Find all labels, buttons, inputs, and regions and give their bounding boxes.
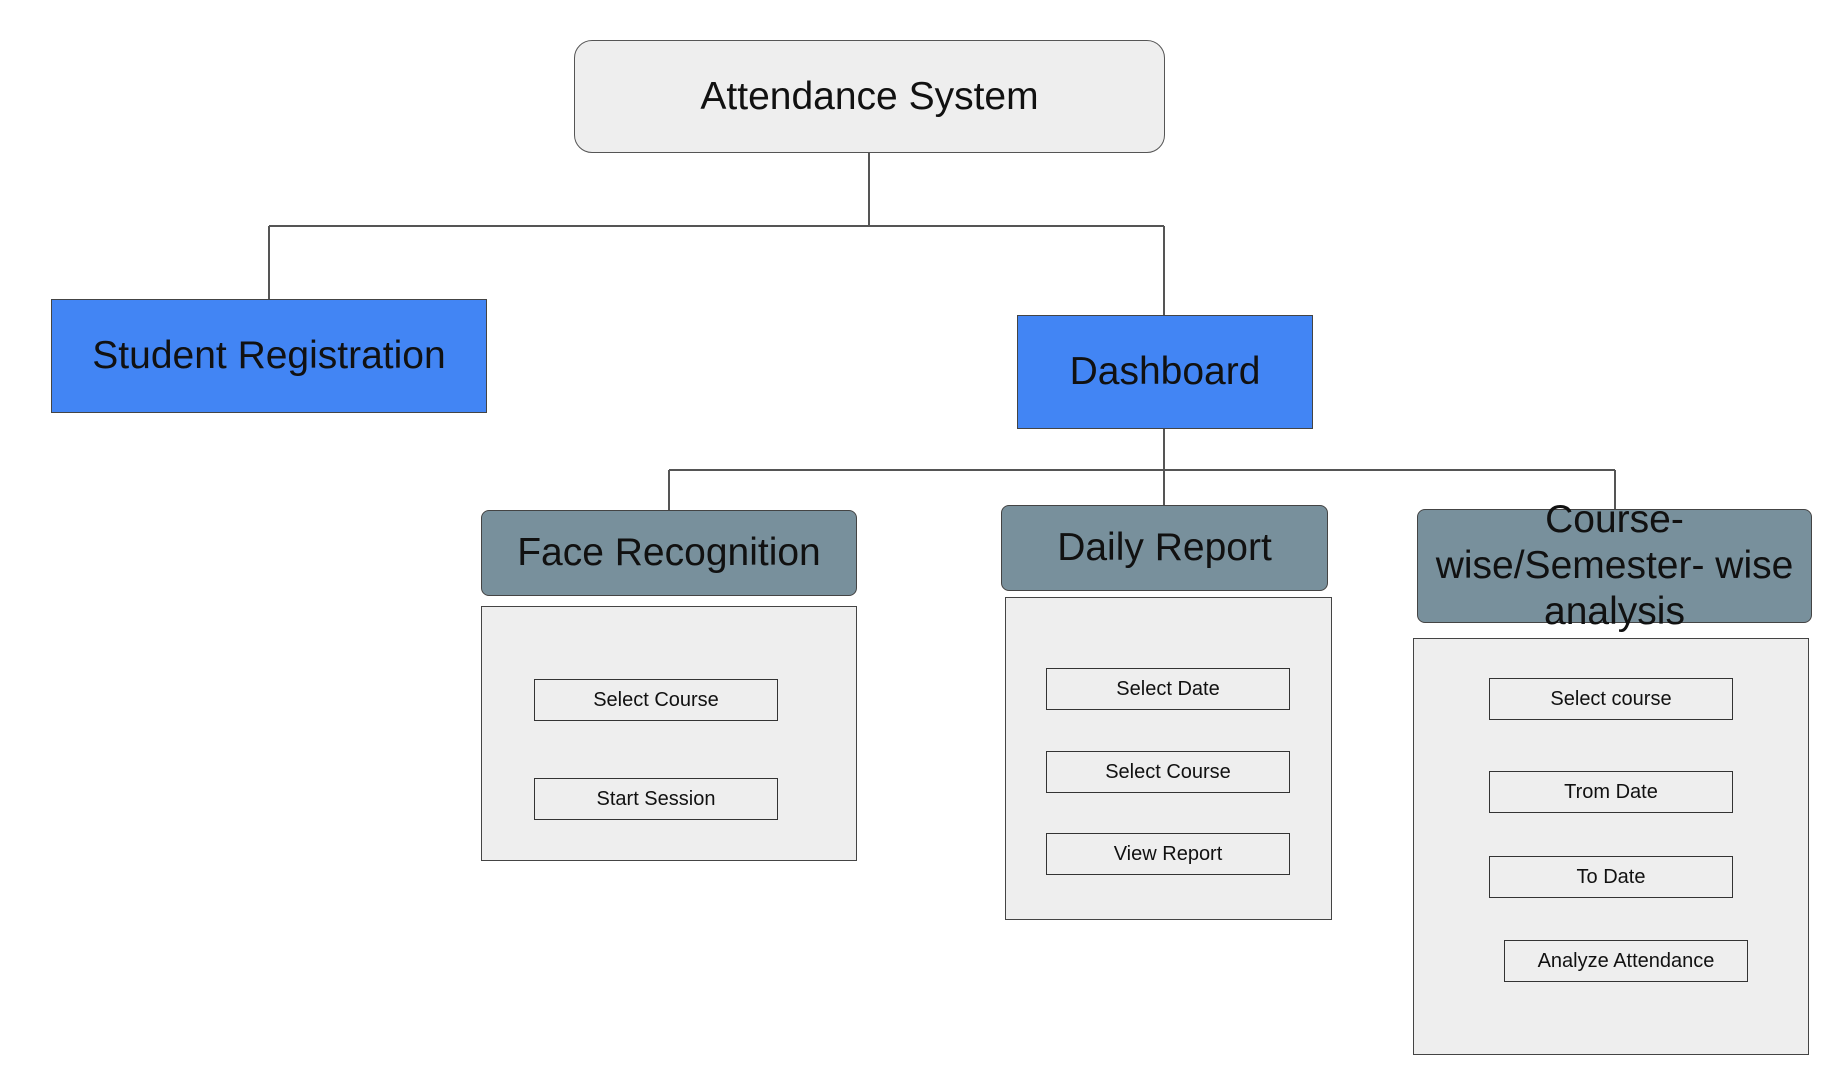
daily-step-select-date-label: Select Date <box>1116 677 1220 700</box>
daily-step-select-date: Select Date <box>1046 668 1290 710</box>
dashboard-node: Dashboard <box>1017 315 1313 429</box>
face-recognition-panel <box>481 606 857 861</box>
analysis-step-from-date-label: Trom Date <box>1564 780 1658 803</box>
course-semester-analysis-label: Course-wise/Semester- wise analysis <box>1435 498 1794 633</box>
root-node: Attendance System <box>574 40 1165 153</box>
daily-report-node: Daily Report <box>1001 505 1328 591</box>
analysis-step-to-date-label: To Date <box>1576 865 1646 888</box>
face-recognition-node: Face Recognition <box>481 510 857 596</box>
daily-step-view-report-label: View Report <box>1113 842 1223 865</box>
face-step-select-course-label: Select Course <box>593 688 719 711</box>
face-step-start-session-label: Start Session <box>596 787 716 810</box>
daily-step-select-course: Select Course <box>1046 751 1290 793</box>
analysis-step-analyze-attendance: Analyze Attendance <box>1504 940 1748 982</box>
root-label: Attendance System <box>700 74 1039 118</box>
dashboard-label: Dashboard <box>1069 350 1261 393</box>
connector-root-to-modules <box>268 152 1165 316</box>
analysis-step-select-course: Select course <box>1489 678 1733 720</box>
face-recognition-label: Face Recognition <box>517 531 821 574</box>
student-registration-node: Student Registration <box>51 299 487 413</box>
analysis-step-select-course-label: Select course <box>1550 687 1672 710</box>
daily-step-select-course-label: Select Course <box>1105 760 1231 783</box>
daily-step-view-report: View Report <box>1046 833 1290 875</box>
connector-dashboard-to-features <box>668 428 1616 511</box>
analysis-step-from-date: Trom Date <box>1489 771 1733 813</box>
student-registration-label: Student Registration <box>92 334 446 377</box>
face-step-start-session: Start Session <box>534 778 778 820</box>
face-step-select-course: Select Course <box>534 679 778 721</box>
daily-report-label: Daily Report <box>1057 526 1272 569</box>
course-semester-analysis-node: Course-wise/Semester- wise analysis <box>1417 498 1812 633</box>
analysis-step-analyze-attendance-label: Analyze Attendance <box>1537 949 1715 972</box>
analysis-step-to-date: To Date <box>1489 856 1733 898</box>
